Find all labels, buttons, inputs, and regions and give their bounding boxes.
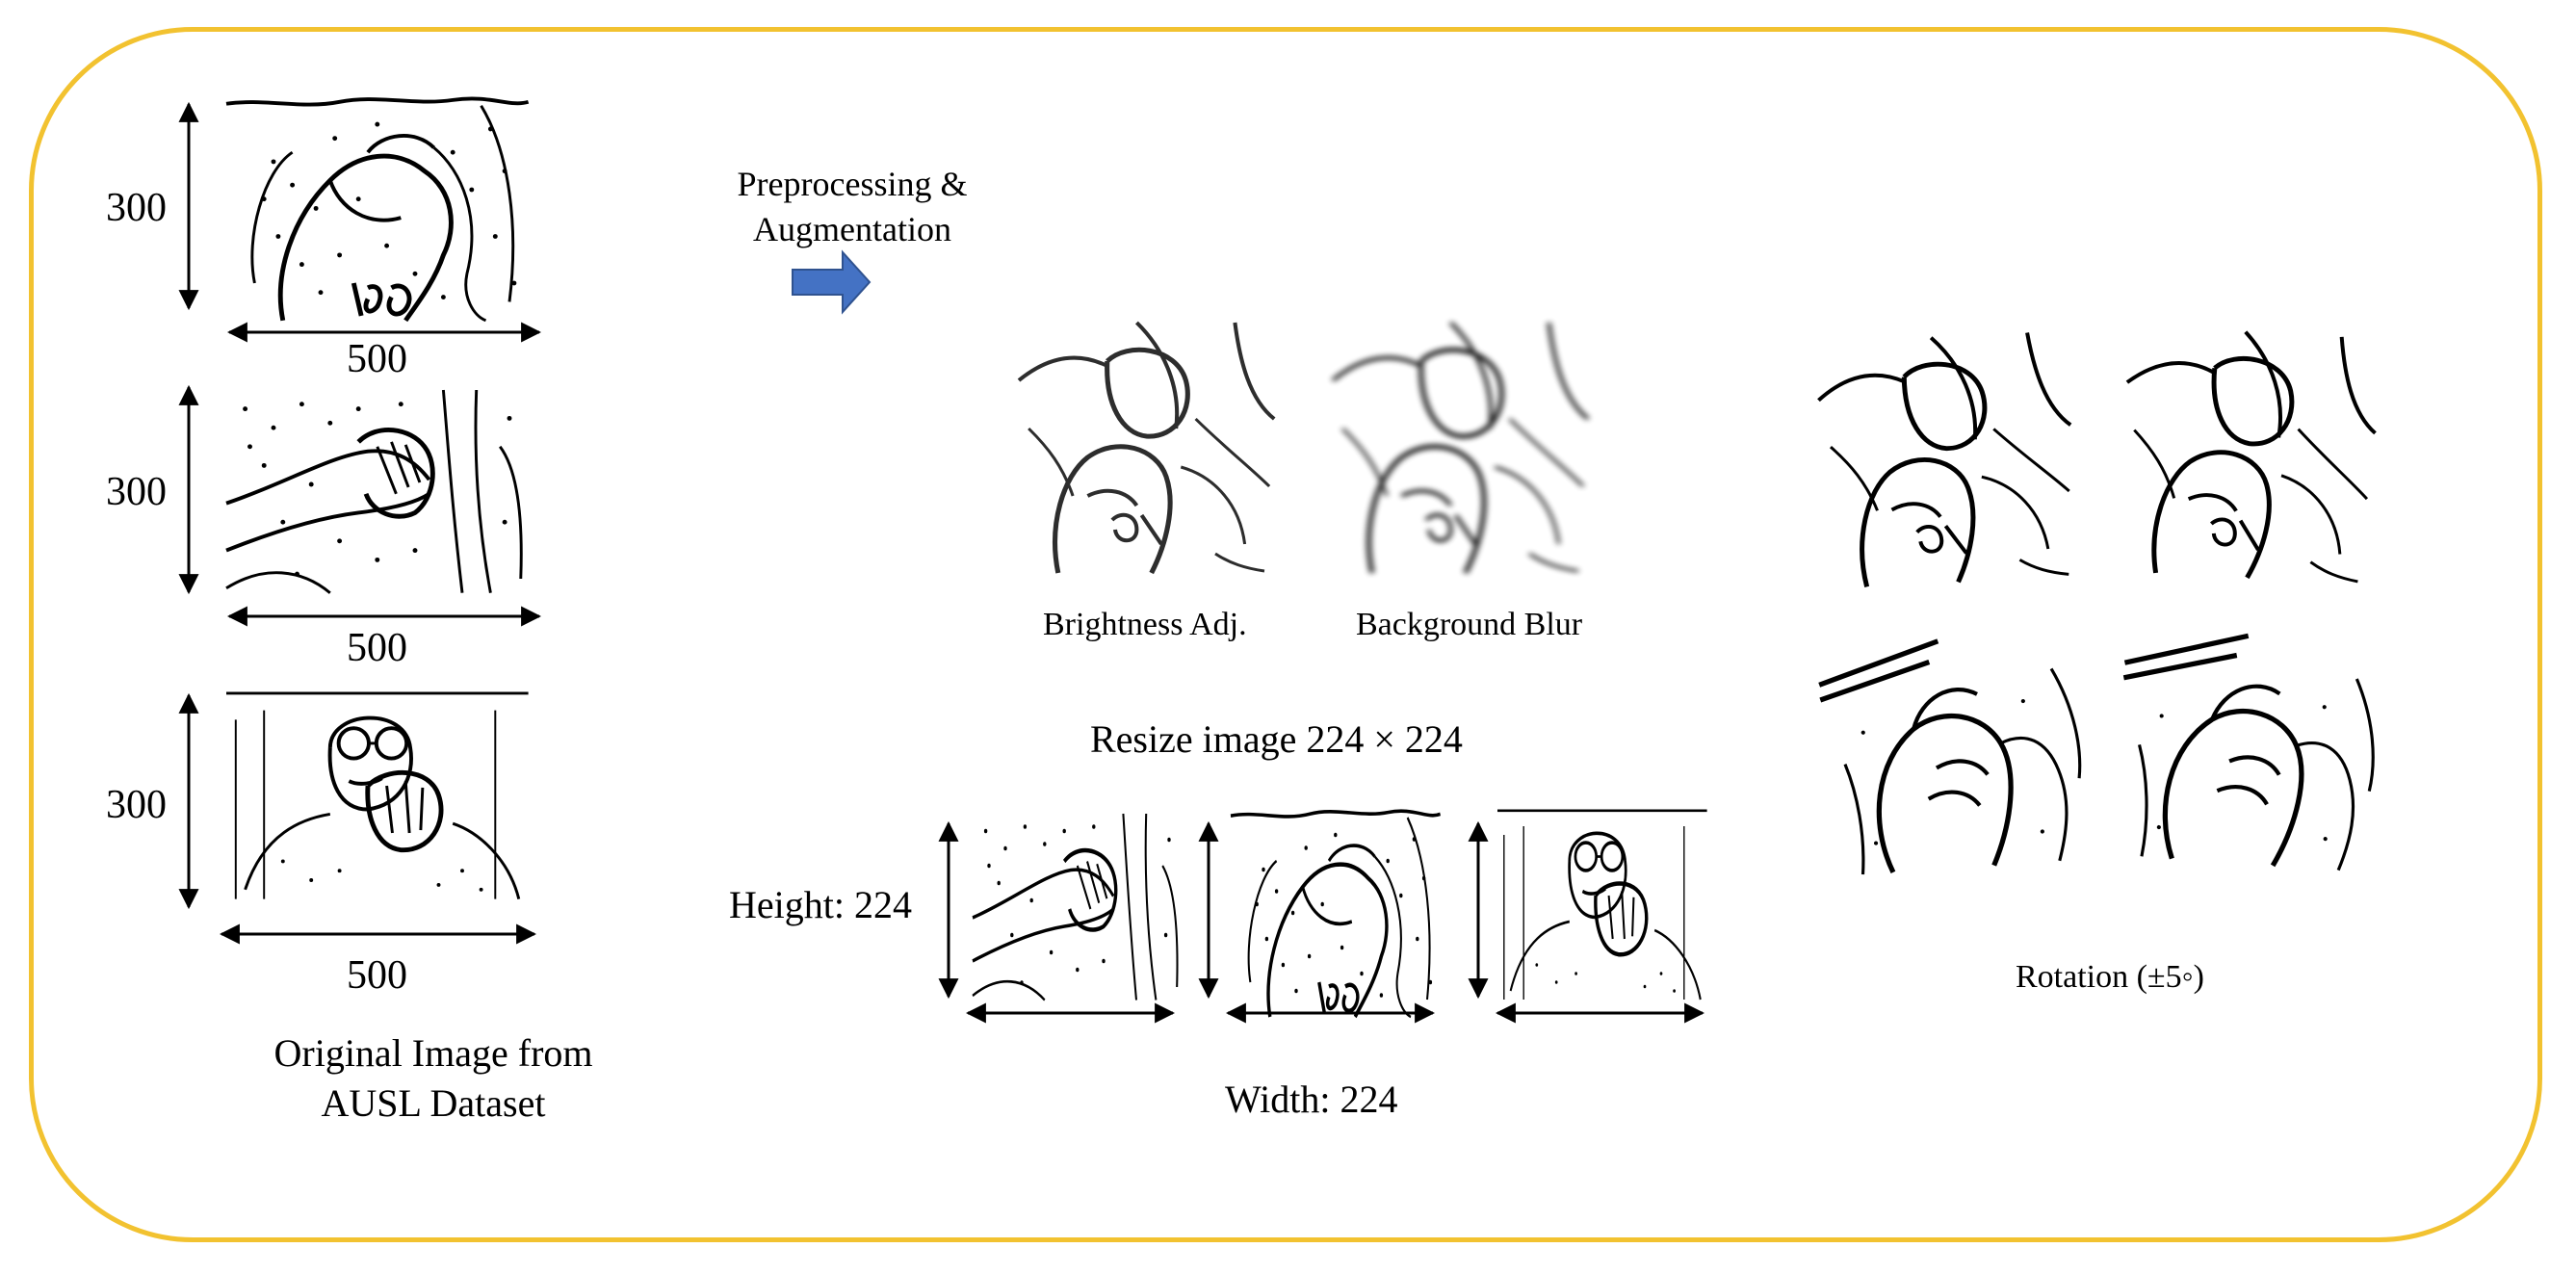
process-step-line-1: Preprocessing & bbox=[737, 165, 968, 203]
brightness-caption: Brightness Adj. bbox=[1043, 607, 1247, 642]
process-arrow-icon bbox=[792, 249, 872, 315]
rotation-image-bottom-right bbox=[2112, 627, 2381, 871]
original-caption: Original Image from AUSL Dataset bbox=[241, 1028, 626, 1129]
rotation-caption: Rotation (±5◦) bbox=[2016, 959, 2204, 995]
process-step-line-2: Augmentation bbox=[753, 209, 951, 248]
background-blur-image bbox=[1333, 323, 1588, 573]
original-height-label-1: 300 bbox=[106, 186, 167, 230]
original-height-label-2: 300 bbox=[106, 470, 167, 514]
resized-image-2 bbox=[1231, 811, 1441, 1017]
original-sample-3-image bbox=[226, 693, 529, 899]
resized-image-3 bbox=[1497, 811, 1707, 1000]
original-sample-1-image bbox=[226, 98, 529, 320]
original-caption-line-2: AUSL Dataset bbox=[321, 1081, 546, 1125]
blur-caption: Background Blur bbox=[1356, 607, 1583, 642]
original-caption-line-1: Original Image from bbox=[273, 1031, 593, 1075]
resize-height-label: Height: 224 bbox=[729, 883, 912, 926]
original-width-label-1: 500 bbox=[347, 337, 407, 381]
original-width-label-2: 500 bbox=[347, 626, 407, 670]
original-sample-2-image bbox=[226, 390, 521, 593]
rotation-image-top-left bbox=[1815, 330, 2078, 588]
resize-title: Resize image 224 × 224 bbox=[1090, 717, 1463, 761]
resize-width-label: Width: 224 bbox=[1225, 1078, 1398, 1121]
brightness-adjusted-image bbox=[1019, 323, 1274, 573]
original-height-label-3: 300 bbox=[106, 783, 167, 827]
outer-frame bbox=[29, 27, 2542, 1242]
rotation-image-bottom-left bbox=[1817, 632, 2087, 876]
original-width-label-3: 500 bbox=[347, 953, 407, 998]
process-step-label: Preprocessing & Augmentation bbox=[693, 162, 1011, 252]
resized-image-1 bbox=[973, 814, 1178, 1001]
rotation-image-top-right bbox=[2118, 325, 2381, 584]
